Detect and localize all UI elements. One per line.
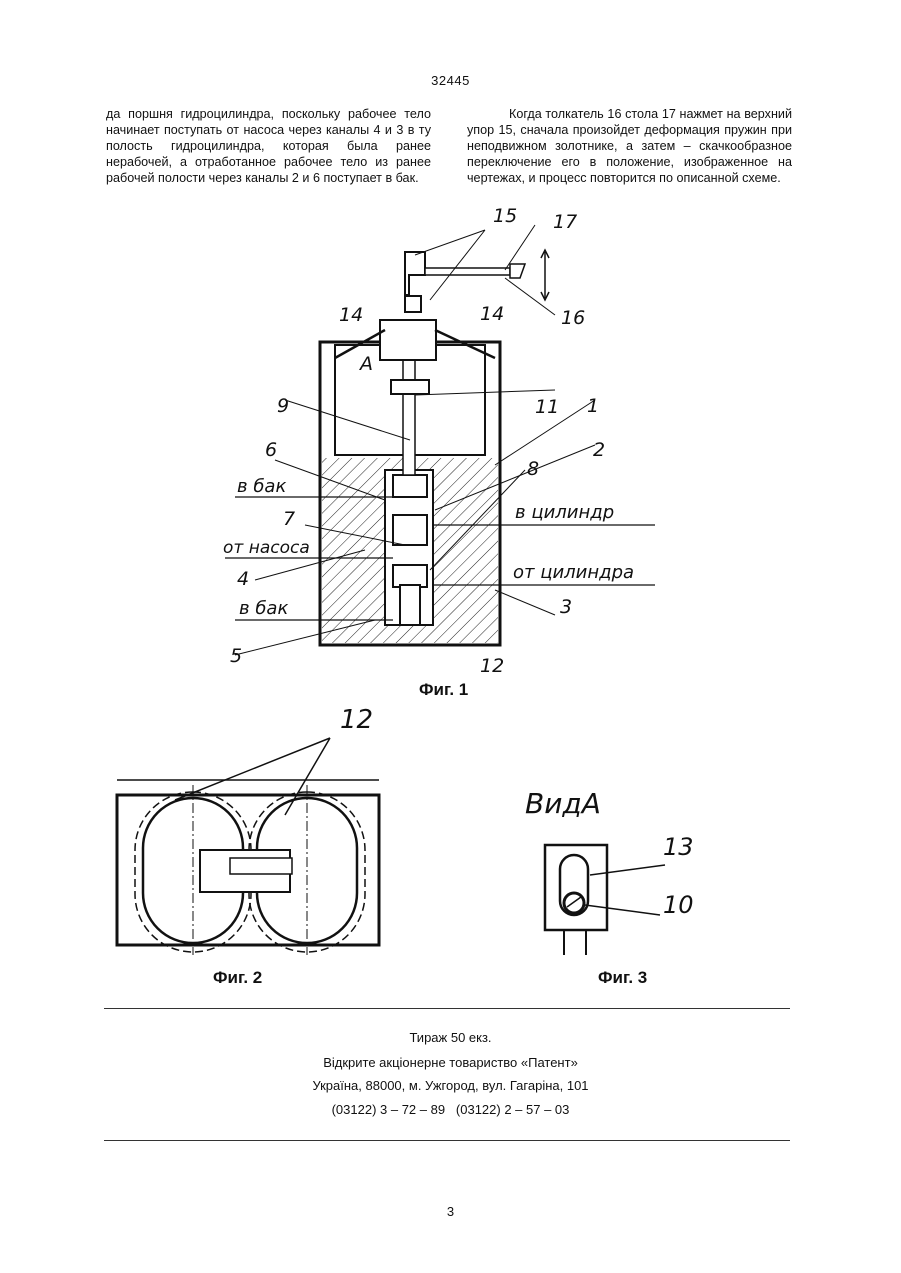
fig1-label-2: 2 (593, 439, 605, 461)
footer-phones: (03122) 3 – 72 – 89 (03122) 2 – 57 – 03 (0, 1102, 901, 1117)
fig1-label-9: 9 (277, 395, 289, 417)
footer-circulation: Тираж 50 екз. (0, 1030, 901, 1045)
fig1-label-6: 6 (265, 439, 277, 461)
fig1-label-15: 15 (493, 205, 517, 227)
patent-number: 32445 (0, 73, 901, 88)
figure-2-caption: Фиг. 2 (213, 968, 262, 988)
fig1-label-from-pump: от насоса (223, 538, 310, 558)
left-text-column: да поршня гидроцилиндра, поскольку рабоч… (106, 107, 431, 187)
fig1-label-11: 11 (535, 396, 559, 418)
figure-3-caption: Фиг. 3 (598, 968, 647, 988)
fig1-label-to-tank-2: в бак (239, 598, 288, 619)
figure-1-caption: Фиг. 1 (419, 680, 468, 700)
fig1-label-14-right: 14 (480, 303, 504, 325)
fig1-label-7: 7 (283, 508, 295, 530)
fig3-view-label: ВидА (525, 787, 601, 820)
fig1-label-17: 17 (553, 211, 577, 233)
fig3-label-10: 10 (663, 891, 694, 919)
figure-2-drawing: 12 (105, 700, 395, 968)
right-text-column: Когда толкатель 16 стола 17 нажмет на ве… (467, 107, 792, 187)
footer-company: Відкрите акціонерне товариство «Патент» (0, 1055, 901, 1070)
fig1-label-12: 12 (480, 655, 504, 677)
fig3-label-13: 13 (663, 833, 694, 861)
fig1-label-5: 5 (230, 645, 242, 667)
fig1-label-to-tank-1: в бак (237, 476, 286, 497)
figure-1-drawing: 15 17 16 14 14 А 9 11 1 6 2 8 7 4 3 5 12… (215, 200, 685, 680)
footer-bottom-rule (104, 1140, 790, 1141)
figure-3-drawing: ВидА 13 10 (515, 775, 755, 965)
fig2-label-12: 12 (340, 705, 373, 735)
fig1-label-A: А (358, 353, 373, 375)
fig1-label-4: 4 (237, 568, 249, 590)
footer-top-rule (104, 1008, 790, 1009)
fig1-label-from-cylinder: от цилиндра (513, 562, 634, 583)
fig1-label-16: 16 (561, 307, 585, 329)
footer-address: Україна, 88000, м. Ужгород, вул. Гагарін… (0, 1078, 901, 1093)
fig1-label-3: 3 (560, 596, 572, 618)
fig1-label-8: 8 (527, 458, 539, 480)
page-number: 3 (0, 1204, 901, 1219)
fig1-label-to-cylinder: в цилиндр (515, 502, 614, 523)
fig1-label-14-left: 14 (339, 304, 363, 326)
fig1-label-1: 1 (587, 395, 599, 417)
